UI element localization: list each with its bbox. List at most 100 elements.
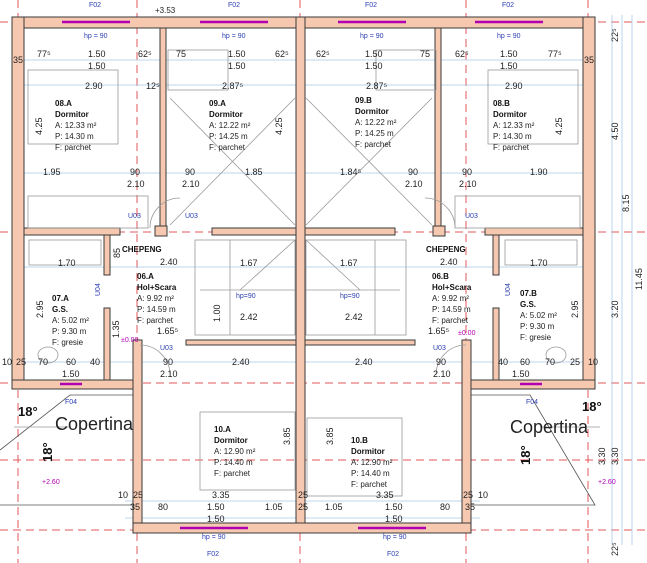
toilet-b xyxy=(545,346,567,364)
desk-09b xyxy=(375,49,437,91)
svg-text:2.10: 2.10 xyxy=(405,179,423,189)
svg-text:07.B: 07.B xyxy=(520,289,537,298)
svg-text:3.85: 3.85 xyxy=(282,427,292,445)
svg-text:75: 75 xyxy=(176,49,186,59)
window-tag: F04 xyxy=(526,399,538,406)
svg-text:F: parchet: F: parchet xyxy=(137,316,174,325)
svg-text:2.87⁵: 2.87⁵ xyxy=(366,81,388,91)
svg-text:1.50: 1.50 xyxy=(62,369,80,379)
svg-text:1.70: 1.70 xyxy=(58,258,76,268)
svg-text:25: 25 xyxy=(133,490,143,500)
svg-text:8.15: 8.15 xyxy=(621,194,631,212)
elevation-mark: +2.60 xyxy=(598,479,616,486)
svg-text:P: 14.30 m: P: 14.30 m xyxy=(493,132,532,141)
window-tag: F04 xyxy=(65,399,77,406)
svg-text:40: 40 xyxy=(498,357,508,367)
svg-text:07.A: 07.A xyxy=(52,294,69,303)
svg-text:F: parchet: F: parchet xyxy=(355,140,392,149)
svg-text:2.90: 2.90 xyxy=(85,81,103,91)
svg-text:4.50: 4.50 xyxy=(610,122,620,140)
canopy-label-left: Copertina xyxy=(55,414,134,434)
svg-text:25: 25 xyxy=(298,490,308,500)
svg-text:P: 14.40 m: P: 14.40 m xyxy=(351,469,390,478)
svg-text:F: parchet: F: parchet xyxy=(493,143,530,152)
svg-text:62⁵: 62⁵ xyxy=(275,49,289,59)
svg-text:F: parchet: F: parchet xyxy=(209,143,246,152)
svg-text:12⁵: 12⁵ xyxy=(146,81,160,91)
svg-text:P: 14.59 m: P: 14.59 m xyxy=(137,305,176,314)
room-08b-label: 08.B Dormitor A: 12.33 m² P: 14.30 m F: … xyxy=(493,99,535,152)
svg-text:25: 25 xyxy=(16,357,26,367)
svg-text:1.50: 1.50 xyxy=(385,514,403,524)
svg-text:1.50: 1.50 xyxy=(500,49,518,59)
svg-text:10.A: 10.A xyxy=(214,425,231,434)
svg-text:25: 25 xyxy=(570,357,580,367)
svg-text:2.40: 2.40 xyxy=(232,357,250,367)
svg-text:35: 35 xyxy=(584,55,594,65)
svg-text:2.95: 2.95 xyxy=(570,300,580,318)
window-tag: F02 xyxy=(365,2,377,9)
svg-text:A: 12.33 m²: A: 12.33 m² xyxy=(55,121,97,130)
svg-text:1.90: 1.90 xyxy=(530,167,548,177)
svg-text:1.50: 1.50 xyxy=(88,49,106,59)
svg-text:1.50: 1.50 xyxy=(500,61,518,71)
svg-text:2.10: 2.10 xyxy=(459,179,477,189)
svg-text:2.42: 2.42 xyxy=(240,312,258,322)
svg-text:A: 9.92 m²: A: 9.92 m² xyxy=(137,294,174,303)
door-tag: U03 xyxy=(185,213,198,220)
svg-text:3.30: 3.30 xyxy=(597,447,607,465)
bathtub-b xyxy=(504,239,578,266)
sill-height: hp = 90 xyxy=(360,33,384,40)
furniture xyxy=(27,49,581,497)
svg-text:70: 70 xyxy=(38,357,48,367)
bathtub-a xyxy=(28,239,102,266)
svg-text:3.85: 3.85 xyxy=(325,427,335,445)
svg-text:62⁵: 62⁵ xyxy=(138,49,152,59)
svg-text:75: 75 xyxy=(420,49,430,59)
svg-text:P: 9.30 m: P: 9.30 m xyxy=(52,327,87,336)
svg-text:60: 60 xyxy=(66,357,76,367)
svg-text:1.50: 1.50 xyxy=(365,61,383,71)
svg-text:P: 9.30 m: P: 9.30 m xyxy=(520,322,555,331)
svg-text:1.85: 1.85 xyxy=(245,167,263,177)
svg-text:40: 40 xyxy=(90,357,100,367)
svg-text:1.70: 1.70 xyxy=(530,258,548,268)
room-09b-label: 09.B Dormitor A: 12.22 m² P: 14.25 m F: … xyxy=(355,96,397,149)
svg-text:1.50: 1.50 xyxy=(207,514,225,524)
stair-b xyxy=(305,239,407,336)
svg-text:3.30: 3.30 xyxy=(610,447,620,465)
svg-text:1.50: 1.50 xyxy=(365,49,383,59)
svg-text:Dormitor: Dormitor xyxy=(493,110,527,119)
svg-text:90: 90 xyxy=(185,167,195,177)
svg-text:1.50: 1.50 xyxy=(512,369,530,379)
svg-text:2.40: 2.40 xyxy=(355,357,373,367)
svg-text:4.25: 4.25 xyxy=(34,117,44,135)
wardrobe-08a xyxy=(27,195,149,229)
svg-text:35: 35 xyxy=(130,502,140,512)
room-06a-label: 06.A Hol+Scara A: 9.92 m² P: 14.59 m F: … xyxy=(137,272,177,325)
elevation-mark: ±0.00 xyxy=(458,330,476,337)
svg-text:1.84⁵: 1.84⁵ xyxy=(340,167,362,177)
room-08a-label: 08.A Dormitor A: 12.33 m² P: 14.30 m F: … xyxy=(55,99,97,152)
room-10a-label: 10.A Dormitor A: 12.90 m² P: 14.40 m F: … xyxy=(214,425,256,478)
elevation-mark: ±0.00 xyxy=(121,337,139,344)
svg-text:1.05: 1.05 xyxy=(265,502,283,512)
svg-text:35: 35 xyxy=(465,502,475,512)
slope-label: 18° xyxy=(518,445,533,465)
toilet-a xyxy=(37,346,59,364)
room-07b-label: 07.B G.S. A: 5.02 m² P: 9.30 m F: gresie xyxy=(520,289,557,342)
svg-text:1.50: 1.50 xyxy=(88,61,106,71)
svg-text:3.35: 3.35 xyxy=(212,490,230,500)
svg-text:10: 10 xyxy=(478,490,488,500)
svg-text:F: parchet: F: parchet xyxy=(351,480,388,489)
svg-text:06.A: 06.A xyxy=(137,272,154,281)
svg-text:90: 90 xyxy=(408,167,418,177)
sill-height: hp=90 xyxy=(236,293,256,300)
svg-text:2.90: 2.90 xyxy=(505,81,523,91)
slope-label: 18° xyxy=(582,399,602,414)
svg-text:A: 12.90 m²: A: 12.90 m² xyxy=(214,447,256,456)
svg-text:35: 35 xyxy=(13,55,23,65)
svg-text:F: parchet: F: parchet xyxy=(214,469,251,478)
window-tag: F02 xyxy=(207,551,219,558)
